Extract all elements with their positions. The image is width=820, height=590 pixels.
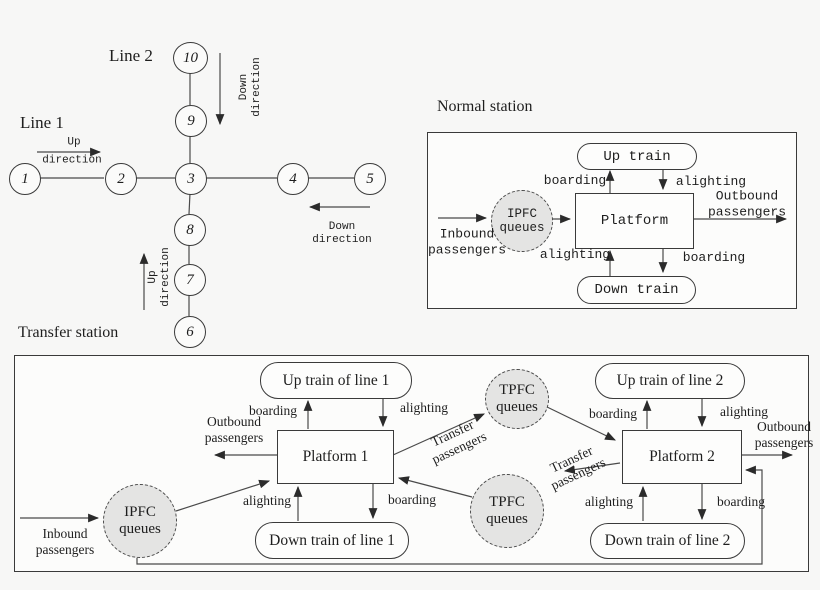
station-node-8: 8 (174, 214, 206, 246)
boarding-down2-label: boarding (717, 493, 765, 509)
normal-station-arrows (438, 169, 788, 276)
station-node-3: 3 (175, 163, 207, 195)
normal-station-title: Normal station (437, 98, 533, 115)
up-train-line2-box: Up train of line 2 (595, 363, 745, 399)
platform-box: Platform (575, 193, 694, 249)
up-direction-word: Up (67, 136, 81, 149)
station-node-10: 10 (173, 42, 208, 74)
alighting-down-label: alighting (539, 247, 611, 263)
alighting-up2-label: alighting (720, 403, 768, 419)
line2-label: Line 2 (109, 46, 153, 65)
up-train-box: Up train (577, 143, 697, 170)
tpfc-queues-upper-circle: TPFC queues (485, 369, 549, 429)
outbound-passengers1-label: Outbound passengers (204, 413, 264, 445)
inbound-passengers-label-transfer: Inbound passengers (35, 525, 95, 557)
station-node-9: 9 (175, 105, 207, 137)
platform2-box: Platform 2 (622, 430, 742, 484)
boarding-up1-label: boarding (249, 402, 297, 418)
platform2-to-tpfc-lower-arrow (563, 462, 621, 474)
ipfc-to-platform2-feedback-line (136, 465, 763, 565)
ipfc-queues-circle: IPFC queues (491, 190, 553, 252)
line1-label: Line 1 (20, 113, 64, 132)
ipfc-to-platform1-arrow (175, 479, 271, 512)
down-train-box: Down train (577, 276, 696, 304)
alighting-down2-label: alighting (585, 493, 633, 509)
alighting-up-label: alighting (675, 174, 747, 190)
ipfc-queues-circle-transfer: IPFC queues (103, 484, 177, 558)
tpfc-boarding-label: boarding (589, 405, 637, 421)
station-node-4: 4 (277, 163, 309, 195)
platform1-box: Platform 1 (277, 430, 394, 484)
boarding-down1-label: boarding (388, 491, 436, 507)
transfer-station-title: Transfer station (18, 324, 119, 341)
tpfc-upper-to-platform2-arrow (544, 405, 616, 441)
alighting-down1-label: alighting (243, 492, 291, 508)
up-train-line1-box: Up train of line 1 (260, 362, 412, 399)
outbound-passengers2-label: Outbound passengers (754, 418, 814, 450)
network-edges (39, 73, 354, 316)
station-node-2: 2 (105, 163, 137, 195)
inbound-passengers-label: Inbound passengers (427, 226, 507, 257)
platform1-to-tpfc-upper-arrow (392, 413, 486, 456)
down-train-line1-box: Down train of line 1 (255, 522, 409, 559)
down-direction-vertical-label: Down direction (237, 57, 263, 117)
station-node-5: 5 (354, 163, 386, 195)
up-direction-word2: direction (42, 154, 102, 167)
station-node-1: 1 (9, 163, 41, 195)
direction-arrows (37, 53, 370, 310)
boarding-down-label: boarding (682, 250, 746, 266)
station-node-6: 6 (174, 316, 206, 348)
transfer-station-arrows (20, 398, 794, 565)
boarding-up-label: boarding (543, 173, 607, 189)
down-train-line2-box: Down train of line 2 (590, 523, 745, 559)
tpfc-lower-to-platform1-arrow (397, 476, 473, 498)
up-direction-vertical-label: Up direction (146, 247, 172, 307)
tpfc-queues-lower-circle: TPFC queues (470, 474, 544, 548)
outbound-passengers-label: Outbound passengers (707, 188, 787, 219)
alighting-up1-label: alighting (400, 399, 448, 415)
station-node-7: 7 (174, 264, 206, 296)
down-direction-horizontal-label: Down direction (312, 220, 372, 246)
